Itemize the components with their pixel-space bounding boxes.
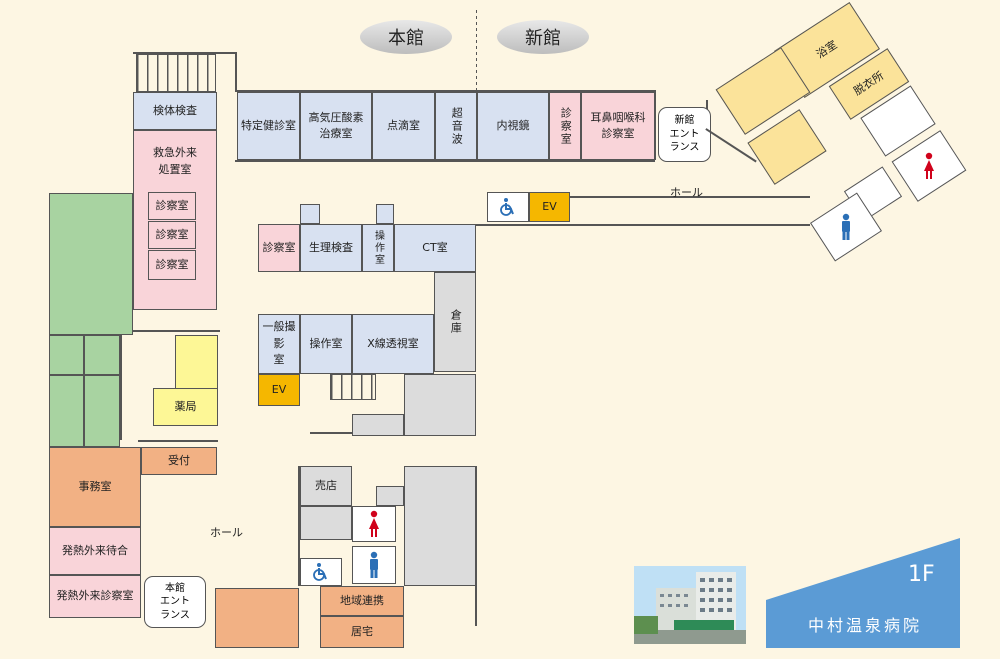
room-emergency-label: 救急外来 処置室 [153, 146, 197, 176]
room-ct: CT室 [394, 224, 476, 272]
wall [133, 52, 237, 54]
gray-area-5 [376, 486, 404, 506]
stairs [136, 54, 216, 92]
room-pharmacy-back [175, 335, 218, 390]
room-physio: 生理検査 [300, 224, 362, 272]
divider-line [476, 10, 477, 90]
wall [235, 160, 655, 162]
new-entrance: 新館 エント ランス [658, 107, 711, 162]
room-control-top [376, 204, 394, 224]
wall [120, 330, 122, 440]
gray-area-3 [300, 506, 352, 540]
room-storage: 倉庫 [434, 272, 476, 372]
gray-area-1 [404, 374, 476, 436]
room-endoscopy: 内視鏡 [477, 92, 549, 160]
gray-area-2 [352, 414, 404, 436]
elevator-mid: EV [258, 374, 300, 406]
room-health-check: 特定健診室 [237, 92, 300, 160]
room-control: 操作室 [300, 314, 352, 374]
floor-number: 1F [908, 562, 935, 587]
gray-area-4 [404, 466, 476, 586]
room-ent: 耳鼻咽喉科 診察室 [581, 92, 655, 160]
wall [235, 90, 655, 92]
title-panel [766, 538, 960, 648]
room-physio-top [300, 204, 320, 224]
room-lower-left [215, 588, 299, 648]
wall [120, 330, 220, 332]
green-area-5 [84, 375, 120, 447]
room-home-care: 居宅 [320, 616, 404, 648]
main-entrance: 本館 エント ランス [144, 576, 206, 628]
room-reception: 受付 [141, 447, 217, 475]
room-exam-a: 診察室 [148, 192, 196, 220]
room-community: 地域連携 [320, 586, 404, 616]
room-fever-exam: 発熱外来診察室 [49, 575, 141, 618]
room-hyperbaric: 高気圧酸素 治療室 [300, 92, 372, 160]
female-restroom-icon [369, 510, 379, 537]
restroom-male-new [809, 192, 883, 262]
green-area-3 [84, 335, 120, 375]
building-label-main: 本館 [360, 20, 452, 54]
male-restroom-icon [842, 213, 850, 240]
room-ultrasound-label: 超音波 [450, 106, 464, 146]
room-infusion: 点滴室 [372, 92, 435, 160]
wall [138, 440, 218, 442]
wall [475, 224, 810, 226]
wall [235, 52, 237, 90]
room-exam-vertical-label: 診察室 [559, 106, 573, 146]
hospital-photo [634, 566, 746, 644]
female-restroom-icon [924, 152, 934, 179]
stairs-mid [330, 374, 376, 400]
room-xray-general: 一般撮影 室 [258, 314, 300, 374]
room-control-vertical-label: 操作室 [372, 230, 384, 266]
room-shop: 売店 [300, 466, 352, 506]
green-area-4 [49, 375, 84, 447]
new-building-wing: 浴室 脱衣所 [700, 0, 1000, 300]
hospital-photo-svg [634, 566, 746, 644]
room-storage-label: 倉庫 [449, 309, 463, 335]
room-office: 事務室 [49, 447, 141, 527]
green-area-1 [49, 193, 133, 335]
wall [298, 466, 300, 586]
room-exam-mid: 診察室 [258, 224, 300, 272]
room-specimen: 検体検査 [133, 92, 217, 130]
elevator-top: EV [529, 192, 570, 222]
room-fluoro: X線透視室 [352, 314, 434, 374]
room-exam-c: 診察室 [148, 250, 196, 280]
male-restroom-icon [370, 551, 378, 578]
accessible-restroom-bottom [300, 558, 342, 586]
wall [570, 196, 810, 198]
building-label-new: 新館 [497, 20, 589, 54]
room-pharmacy: 薬局 [153, 388, 218, 426]
wheelchair-icon [313, 563, 327, 581]
hospital-name: 中村温泉病院 [808, 616, 923, 635]
restroom-female [352, 506, 396, 542]
hall-main-label: ホール [210, 526, 243, 539]
room-ultrasound: 超音波 [435, 92, 477, 160]
accessible-restroom-top [487, 192, 529, 222]
room-fever-wait: 発熱外来待合 [49, 527, 141, 575]
green-area-2 [49, 335, 84, 375]
room-exam-b: 診察室 [148, 221, 196, 249]
wheelchair-icon [500, 198, 514, 216]
room-control-vertical: 操作室 [362, 224, 394, 272]
restroom-male [352, 546, 396, 584]
room-exam-vertical: 診察室 [549, 92, 581, 160]
restroom-female-new [891, 130, 967, 202]
hall-new-label: ホール [670, 186, 703, 199]
room-emergency: 救急外来 処置室 [133, 130, 217, 310]
